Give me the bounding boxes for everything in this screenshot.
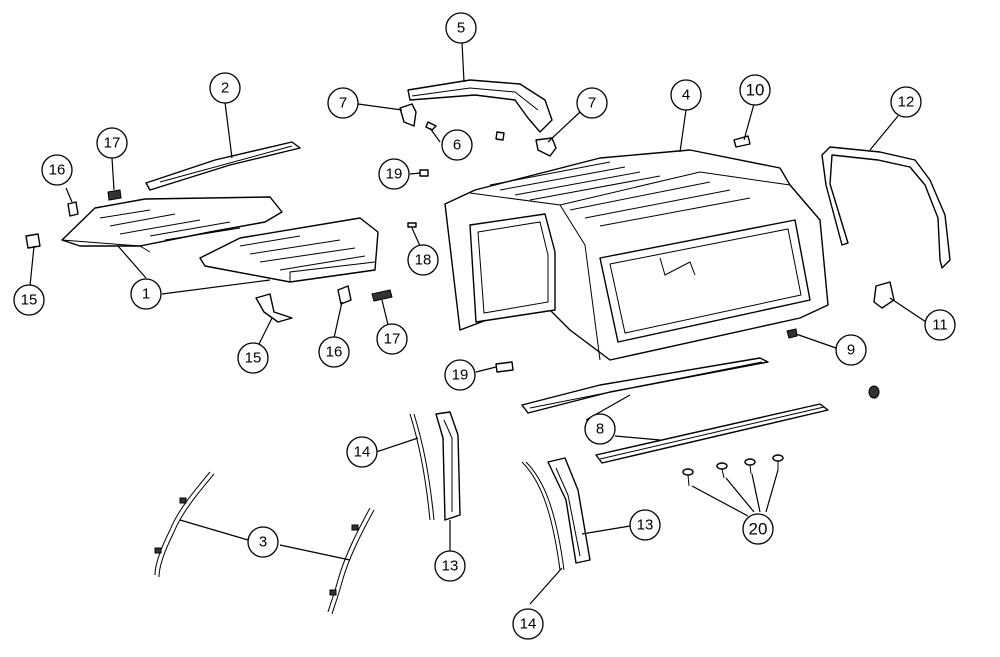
callout-12: 12 bbox=[890, 86, 922, 118]
callout-15-left: 15 bbox=[13, 284, 45, 316]
part-weatherstrip-left bbox=[409, 413, 435, 521]
callout-6: 6 bbox=[441, 129, 473, 161]
callout-20: 20 bbox=[742, 513, 774, 545]
callout-label: 7 bbox=[588, 95, 596, 112]
callout-label: 3 bbox=[259, 534, 267, 551]
part-connector-19-top bbox=[419, 169, 429, 177]
callout-label: 11 bbox=[932, 317, 948, 334]
callout-17-right: 17 bbox=[376, 323, 408, 355]
part-weatherstrip-right bbox=[521, 461, 565, 571]
part-pillar-right bbox=[547, 457, 591, 564]
callout-label: 17 bbox=[104, 135, 121, 152]
callout-label: 20 bbox=[749, 520, 768, 539]
callout-11: 11 bbox=[924, 309, 956, 341]
callout-label: 15 bbox=[21, 292, 38, 309]
part-hardtop-body bbox=[444, 149, 829, 361]
callout-label: 12 bbox=[898, 94, 915, 111]
callout-1: 1 bbox=[130, 278, 162, 310]
callout-19-top: 19 bbox=[378, 158, 410, 190]
callout-7-left: 7 bbox=[327, 87, 359, 119]
callout-label: 14 bbox=[520, 616, 537, 633]
part-bracket-small-right bbox=[255, 293, 293, 323]
part-wire-harness-left bbox=[154, 471, 215, 578]
callout-label: 19 bbox=[386, 166, 403, 183]
part-clip-16-left bbox=[67, 201, 79, 217]
part-latch-right bbox=[535, 137, 557, 157]
callout-label: 10 bbox=[746, 81, 765, 100]
callout-label: 6 bbox=[453, 137, 461, 154]
callout-label: 5 bbox=[457, 20, 465, 37]
callout-16-left: 16 bbox=[41, 154, 73, 186]
callout-label: 2 bbox=[221, 80, 229, 97]
callout-label: 16 bbox=[49, 162, 66, 179]
callout-label: 15 bbox=[245, 350, 262, 367]
callout-7-right: 7 bbox=[576, 87, 608, 119]
part-roof-panel-right bbox=[199, 217, 379, 283]
part-windshield-header bbox=[407, 79, 553, 133]
callout-4: 4 bbox=[670, 79, 702, 111]
callout-label: 13 bbox=[442, 558, 459, 575]
callout-3: 3 bbox=[247, 526, 279, 558]
part-side-trim-upper bbox=[521, 357, 769, 414]
callout-label: 9 bbox=[847, 342, 855, 359]
callout-label: 16 bbox=[326, 344, 343, 361]
callout-label: 4 bbox=[682, 87, 690, 104]
callout-2: 2 bbox=[209, 72, 241, 104]
callout-18: 18 bbox=[407, 244, 439, 276]
callout-13-left: 13 bbox=[434, 550, 466, 582]
callout-8: 8 bbox=[584, 413, 616, 445]
part-clip-16-right bbox=[337, 285, 352, 305]
part-pillar-left bbox=[435, 411, 461, 521]
callout-13-right: 13 bbox=[629, 509, 661, 541]
part-handle bbox=[733, 135, 751, 148]
part-latch-left bbox=[399, 103, 417, 127]
callout-10: 10 bbox=[739, 74, 771, 106]
callout-15-right: 15 bbox=[237, 342, 269, 374]
callout-label: 14 bbox=[354, 444, 371, 461]
callout-19-bottom: 19 bbox=[444, 359, 476, 391]
part-bracket bbox=[873, 281, 895, 309]
callout-label: 13 bbox=[637, 517, 654, 534]
callout-label: 1 bbox=[142, 286, 150, 303]
callout-label: 18 bbox=[415, 252, 432, 269]
callout-17-left: 17 bbox=[96, 127, 128, 159]
part-screws bbox=[682, 454, 784, 487]
callout-label: 19 bbox=[452, 367, 469, 384]
part-bracket-small-left bbox=[25, 233, 41, 249]
callout-14-right: 14 bbox=[512, 608, 544, 640]
part-wire-harness-right bbox=[327, 507, 375, 615]
callout-14-left: 14 bbox=[346, 436, 378, 468]
part-pad-17-right bbox=[371, 289, 393, 302]
part-roof-panel-left bbox=[61, 196, 283, 253]
callout-label: 8 bbox=[596, 421, 604, 438]
callout-5: 5 bbox=[445, 12, 477, 44]
part-door-seal bbox=[821, 146, 951, 269]
part-18 bbox=[407, 222, 417, 228]
callout-label: 17 bbox=[384, 331, 401, 348]
part-roof-rail bbox=[145, 141, 301, 191]
callout-label: 7 bbox=[339, 95, 347, 112]
callout-9: 9 bbox=[835, 334, 867, 366]
part-connector-19-bottom bbox=[495, 361, 514, 373]
part-side-trim-lower bbox=[595, 403, 829, 464]
part-pad-17-left bbox=[107, 189, 122, 201]
leader-lines bbox=[29, 41, 927, 605]
callout-16-right: 16 bbox=[318, 336, 350, 368]
part-grommet bbox=[786, 328, 880, 399]
